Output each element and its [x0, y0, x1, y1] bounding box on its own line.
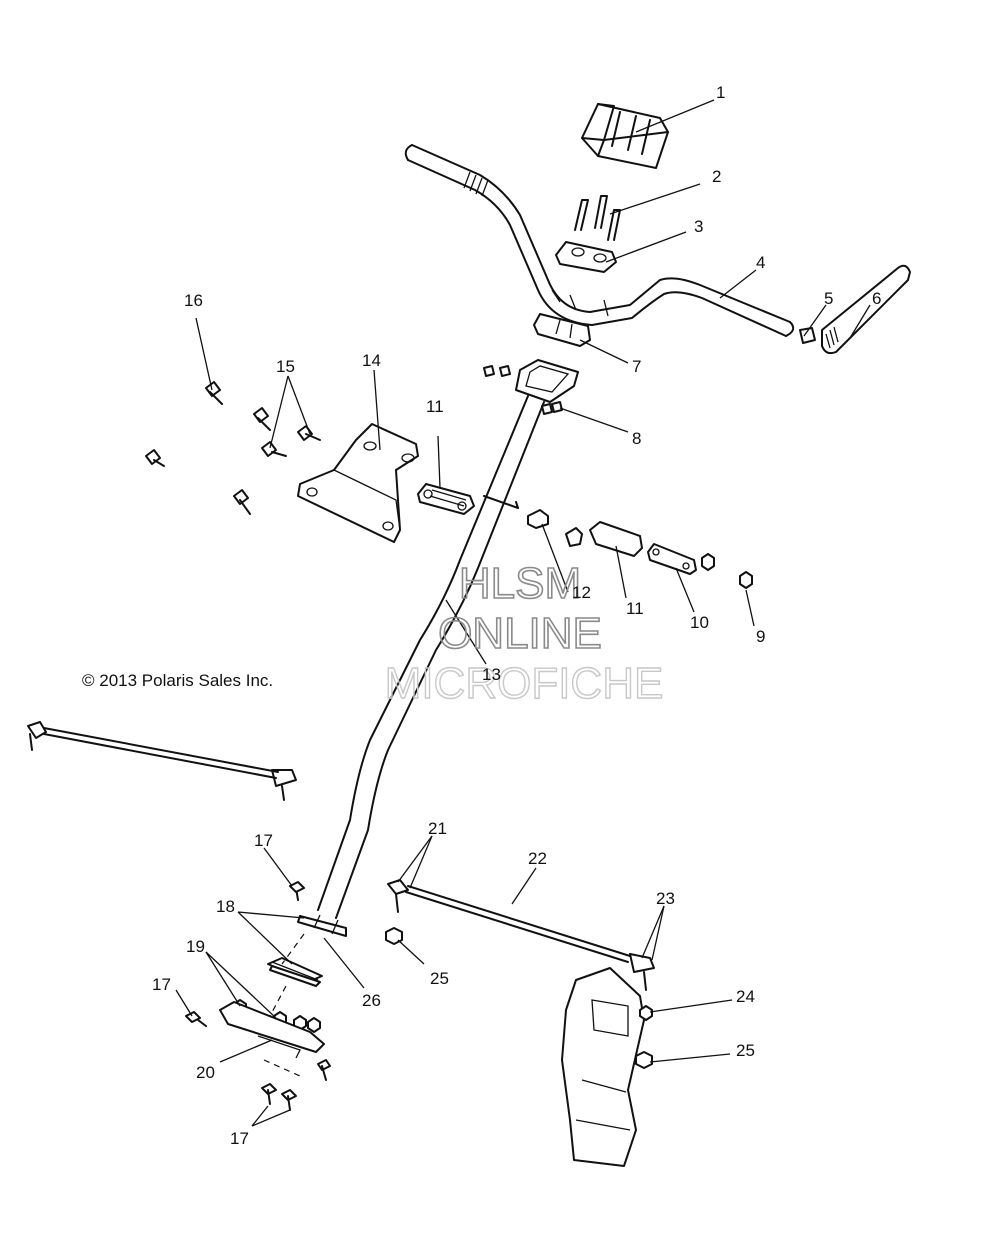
grip-right: [799, 264, 911, 355]
steering-post: [297, 359, 579, 937]
callout-label: 17: [254, 831, 273, 850]
small-bolts: [483, 365, 563, 415]
spindle: [561, 967, 653, 1167]
callout-label: 4: [756, 253, 765, 272]
clamp-bolts: [574, 195, 621, 241]
callout-label: 12: [572, 583, 591, 602]
callout-label: 6: [872, 289, 881, 308]
callout-label: 17: [152, 975, 171, 994]
pivot-parts: [527, 509, 753, 589]
watermark-line-1: HLSM: [459, 559, 581, 608]
callout-label: 26: [362, 991, 381, 1010]
tie-rod-right: [387, 879, 655, 991]
callout-label: 1: [716, 83, 725, 102]
steering-bracket: [297, 423, 419, 543]
tie-rod-left: [27, 721, 297, 801]
callout-label: 11: [426, 397, 444, 416]
upper-clamp: [555, 241, 617, 273]
callout-label: 2: [712, 167, 721, 186]
callout-label: 18: [216, 897, 235, 916]
callout-label: 10: [690, 613, 709, 632]
callout-label: 16: [184, 291, 203, 310]
callout-label: 25: [736, 1041, 755, 1060]
callout-label: 24: [736, 987, 755, 1006]
callout-label: 22: [528, 849, 547, 868]
lower-clamp: [533, 313, 591, 347]
callout-label: 19: [186, 937, 205, 956]
watermark-line-2: ONLINE: [438, 609, 602, 658]
callout-label: 13: [482, 665, 501, 684]
leader-lines: [175, 99, 871, 1127]
callout-label: 25: [430, 969, 449, 988]
callout-label: 14: [362, 351, 381, 370]
callout-label: 15: [276, 357, 295, 376]
handlebar: [404, 144, 795, 337]
callout-label: 11: [626, 599, 644, 618]
copyright-text: © 2013 Polaris Sales Inc.: [82, 671, 273, 690]
handlebar-pad: [581, 103, 669, 169]
callout-label: 17: [230, 1129, 249, 1148]
bushing-block-left: [417, 483, 475, 515]
callout-label: 7: [632, 357, 641, 376]
callout-label: 21: [428, 819, 447, 838]
callout-label: 23: [656, 889, 675, 908]
callout-label: 8: [632, 429, 641, 448]
bracket-bolts: [145, 381, 321, 515]
callout-label: 20: [196, 1063, 215, 1082]
callout-label: 3: [694, 217, 703, 236]
callout-label: 5: [824, 289, 833, 308]
callout-label: 9: [756, 627, 765, 646]
watermark-line-3: MICROFICHE: [385, 659, 664, 708]
watermark: HLSM ONLINE MICROFICHE: [384, 558, 664, 709]
callout-labels: 1 2 3 4 5 6 7 8 9 10 11 11 12 13 14 15 1…: [152, 83, 881, 1148]
